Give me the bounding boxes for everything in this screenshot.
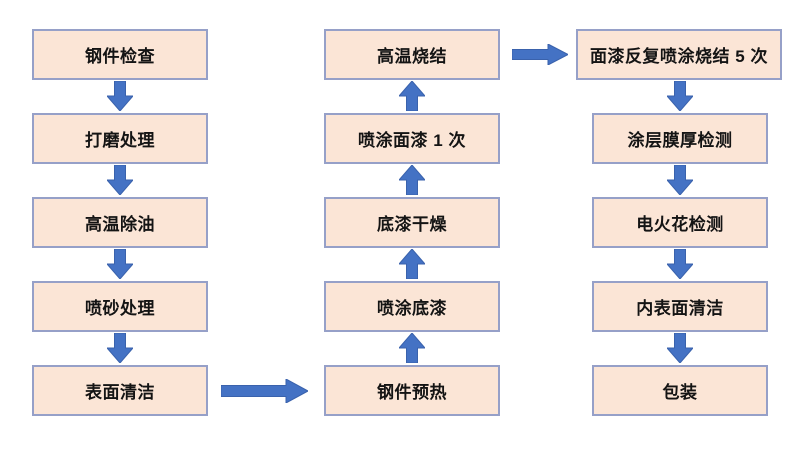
arrow-down-icon	[107, 333, 133, 363]
box-topcoat-spray-once: 喷涂面漆 1 次	[324, 113, 500, 164]
box-primer-spray: 喷涂底漆	[324, 281, 500, 332]
arrow-down-icon	[107, 165, 133, 195]
arrow-right-icon	[221, 379, 308, 403]
arrow-right-icon	[512, 44, 568, 65]
arrow-up-icon	[399, 81, 425, 111]
box-sandblasting: 喷砂处理	[32, 281, 208, 332]
box-coating-thickness-test: 涂层膜厚检测	[592, 113, 768, 164]
box-high-temp-degreasing: 高温除油	[32, 197, 208, 248]
arrow-up-icon	[399, 333, 425, 363]
box-high-temp-sintering: 高温烧结	[324, 29, 500, 80]
arrow-down-icon	[667, 165, 693, 195]
arrow-up-icon	[399, 249, 425, 279]
arrow-up-icon	[399, 165, 425, 195]
arrow-down-icon	[107, 249, 133, 279]
box-spark-test: 电火花检测	[592, 197, 768, 248]
arrow-down-icon	[667, 249, 693, 279]
box-surface-cleaning: 表面清洁	[32, 365, 208, 416]
box-grinding: 打磨处理	[32, 113, 208, 164]
box-topcoat-repeat-sinter-5x: 面漆反复喷涂烧结 5 次	[576, 29, 782, 80]
arrow-down-icon	[107, 81, 133, 111]
box-packaging: 包装	[592, 365, 768, 416]
box-primer-drying: 底漆干燥	[324, 197, 500, 248]
arrow-down-icon	[667, 333, 693, 363]
box-steel-inspection: 钢件检查	[32, 29, 208, 80]
arrow-down-icon	[667, 81, 693, 111]
box-inner-surface-cleaning: 内表面清洁	[592, 281, 768, 332]
box-steel-preheating: 钢件预热	[324, 365, 500, 416]
